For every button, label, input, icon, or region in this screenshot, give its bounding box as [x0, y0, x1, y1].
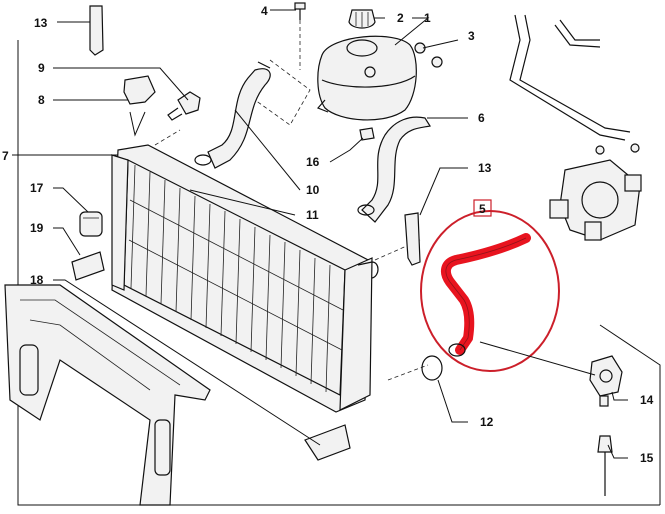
nut-part: [414, 42, 443, 68]
callout-3: 3: [468, 29, 475, 43]
radiator: [111, 144, 379, 413]
front-support-frame: [4, 284, 211, 506]
screw-part: [294, 2, 306, 20]
callout-8: 8: [38, 93, 45, 107]
callout-19: 19: [30, 221, 44, 235]
assembly-dashed-line-d: [387, 364, 429, 381]
callout-14: 14: [640, 393, 654, 407]
expansion-tank: [316, 35, 417, 121]
support-bracket: [71, 251, 105, 281]
callout-5-box: [473, 199, 492, 217]
temperature-sensor: [167, 91, 201, 121]
group-bracket-line-right: [599, 324, 661, 505]
assembly-dashed-line-c: [374, 239, 421, 261]
assembly-dashed-line-a: [254, 59, 311, 126]
callout-6: 6: [478, 111, 485, 125]
group-bracket-line: [17, 40, 660, 506]
highlight-circle: [420, 210, 560, 372]
small-clip: [359, 127, 375, 141]
expansion-tank-cap: [348, 9, 376, 29]
callout-18: 18: [30, 273, 44, 287]
callout-5: 5: [479, 202, 486, 216]
callout-17: 17: [30, 181, 44, 195]
callout-7: 7: [2, 149, 9, 163]
radiator-fins: [128, 164, 344, 393]
leader-lines: [12, 9, 628, 459]
sensor-switch: [589, 355, 623, 407]
bolt-part: [597, 435, 613, 496]
callout-12: 12: [480, 415, 494, 429]
highlighted-hose-5: [440, 233, 531, 355]
upper-hose: [207, 68, 271, 169]
lower-mount-bracket: [304, 424, 351, 461]
callout-13-top: 13: [34, 16, 48, 30]
callout-13-mid: 13: [478, 161, 492, 175]
callout-1: 1: [424, 11, 431, 25]
bracket-middle: [404, 212, 421, 266]
callout-9: 9: [38, 61, 45, 75]
callout-16: 16: [306, 155, 320, 169]
lower-hose: [361, 116, 431, 223]
thermostat-housing: [549, 159, 642, 241]
hose-clip-ring: [421, 355, 443, 381]
highlighted-hose-end: [448, 343, 466, 357]
callout-11: 11: [306, 208, 319, 222]
callout-4: 4: [261, 4, 268, 18]
rubber-bush: [123, 75, 156, 105]
callout-2: 2: [397, 11, 404, 25]
highlighted-hose-5-outline: [445, 237, 527, 351]
hose-clamp: [194, 154, 212, 166]
assembly-dashed-line-e: [154, 129, 181, 146]
callout-15: 15: [640, 451, 654, 465]
coolant-pipes: [509, 14, 640, 155]
callout-10: 10: [306, 183, 320, 197]
bracket-top-left: [89, 5, 104, 56]
mounting-pad: [79, 211, 103, 237]
